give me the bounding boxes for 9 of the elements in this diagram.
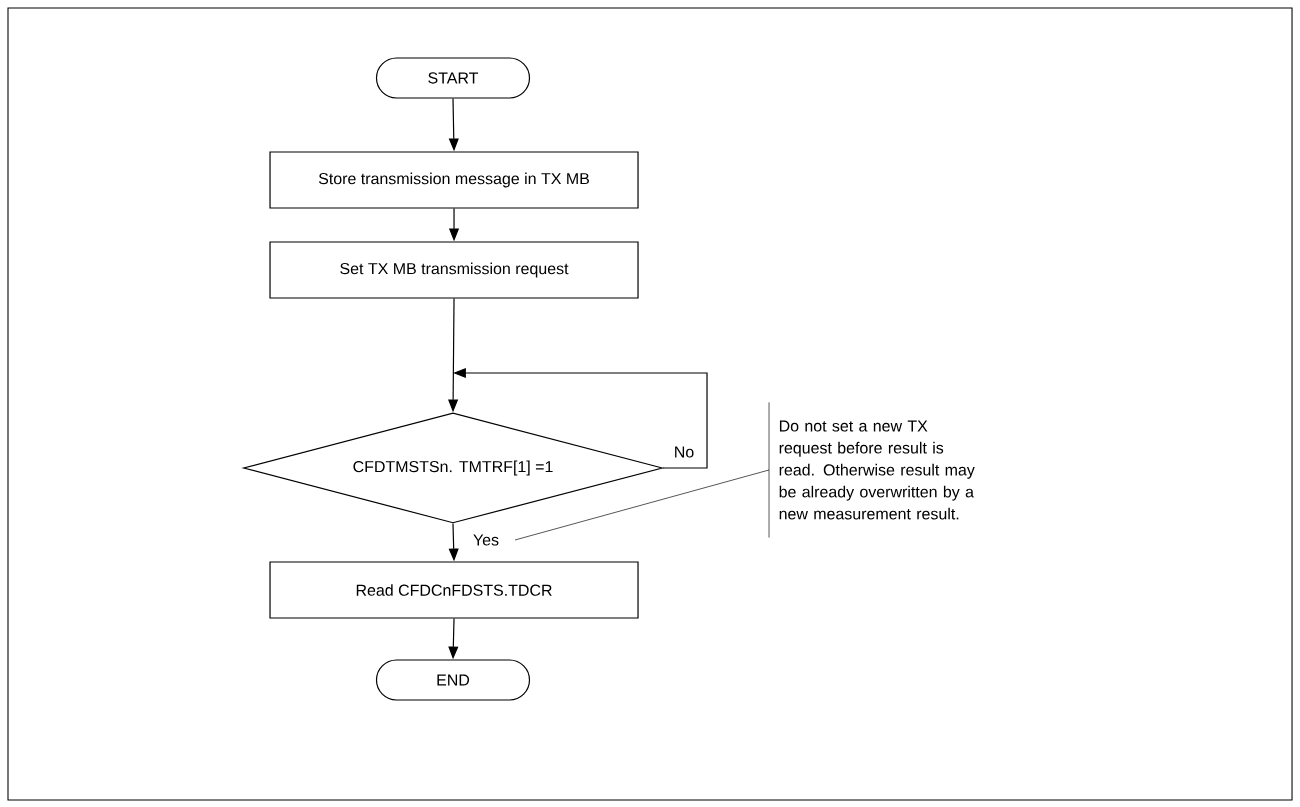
leader-line: [514, 469, 770, 541]
end-terminal: END: [375, 659, 531, 701]
edge-label: No: [671, 444, 697, 460]
process-box: Read CFDCnFDSTS.TDCR: [269, 561, 639, 619]
note: Do not set a new TX request before result is read. Otherwise result may be already overwritten by a new measurement result.: [768, 402, 975, 538]
edge-label: Yes: [470, 532, 501, 548]
start-terminal: START: [375, 57, 531, 99]
process-box: Set TX MB transmission request: [269, 241, 639, 299]
process-box: Store transmission message in TX MB: [269, 151, 639, 209]
